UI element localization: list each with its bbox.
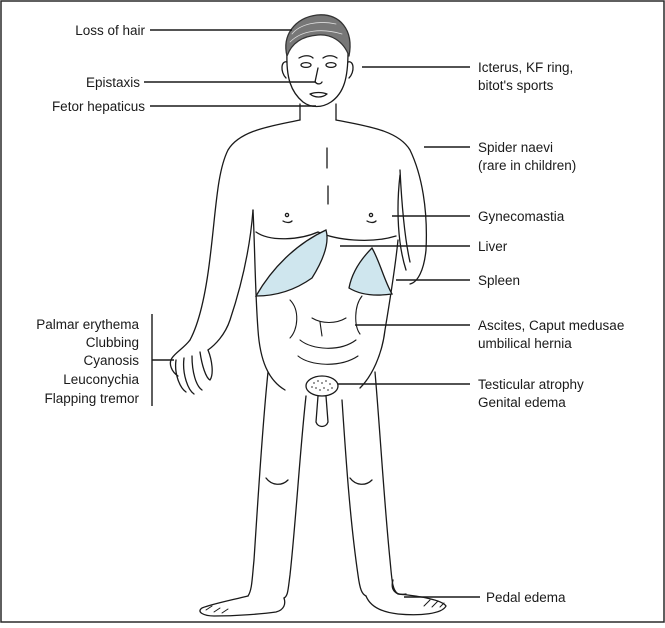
left-leg-outer <box>248 372 268 596</box>
left-hand <box>170 340 212 394</box>
label-spleen: Spleen <box>478 273 520 288</box>
labels-left: Loss of hair Epistaxis Fetor hepaticus <box>52 23 146 114</box>
label-palmar-erythema: Palmar erythema <box>36 317 139 332</box>
hair <box>286 15 350 56</box>
eye-right <box>326 63 336 68</box>
left-shoulder-arm-outer <box>190 120 300 340</box>
left-toes <box>206 606 228 613</box>
right-forearm <box>398 175 406 270</box>
label-spider-line1: Spider naevi <box>478 140 553 155</box>
brow-left <box>299 56 313 58</box>
right-leg-outer <box>375 372 398 594</box>
label-flapping-tremor: Flapping tremor <box>44 391 139 406</box>
right-leg-inner <box>342 400 366 596</box>
right-knee <box>350 478 372 484</box>
label-cyanosis: Cyanosis <box>83 353 139 368</box>
label-ascites-line2: umbilical hernia <box>478 336 572 351</box>
nose <box>315 68 322 84</box>
label-testicular-line2: Genital edema <box>478 395 566 410</box>
label-icterus-line2: bitot's sports <box>478 78 554 93</box>
mouth <box>310 93 327 98</box>
pedal-edema-mark <box>392 580 406 594</box>
liver-shape <box>256 230 327 296</box>
head-outline <box>287 52 348 107</box>
ear-left <box>282 62 287 78</box>
right-toes <box>424 600 444 607</box>
label-testicular-line1: Testicular atrophy <box>478 377 584 392</box>
nipple-right <box>369 213 372 216</box>
testes <box>306 376 338 396</box>
sternum-line <box>327 148 328 204</box>
label-spider-line2: (rare in children) <box>478 158 576 173</box>
label-gynecomastia: Gynecomastia <box>478 209 565 224</box>
label-epistaxis: Epistaxis <box>86 75 140 90</box>
right-shoulder-arm-outer <box>336 120 426 284</box>
nipple-left <box>285 213 288 216</box>
nipple-left-mark <box>283 221 292 223</box>
left-leg-inner <box>284 396 306 598</box>
label-leuconychia: Leuconychia <box>63 372 139 387</box>
abdomen-creases <box>290 296 362 364</box>
penis <box>316 396 328 427</box>
left-arm-inner <box>208 210 253 350</box>
ear-right <box>348 62 353 78</box>
label-liver: Liver <box>478 239 508 254</box>
labels-hand-signs: Palmar erythema Clubbing Cyanosis Leucon… <box>36 317 139 406</box>
label-pedal-edema: Pedal edema <box>486 590 566 605</box>
nipple-right-mark <box>367 221 376 223</box>
label-loss-of-hair: Loss of hair <box>75 23 145 38</box>
leader-lines <box>144 30 480 597</box>
eye-left <box>301 63 311 68</box>
label-ascites-line1: Ascites, Caput medusae <box>478 318 624 333</box>
left-knee <box>266 478 288 484</box>
brow-right <box>323 56 337 58</box>
body-outline <box>170 15 446 616</box>
labels-right: Icterus, KF ring, bitot's sports Spider … <box>478 60 624 605</box>
spleen-shape <box>349 248 392 295</box>
label-icterus-line1: Icterus, KF ring, <box>478 60 573 75</box>
label-fetor-hepaticus: Fetor hepaticus <box>52 99 145 114</box>
label-clubbing: Clubbing <box>86 335 139 350</box>
left-foot <box>200 596 285 616</box>
